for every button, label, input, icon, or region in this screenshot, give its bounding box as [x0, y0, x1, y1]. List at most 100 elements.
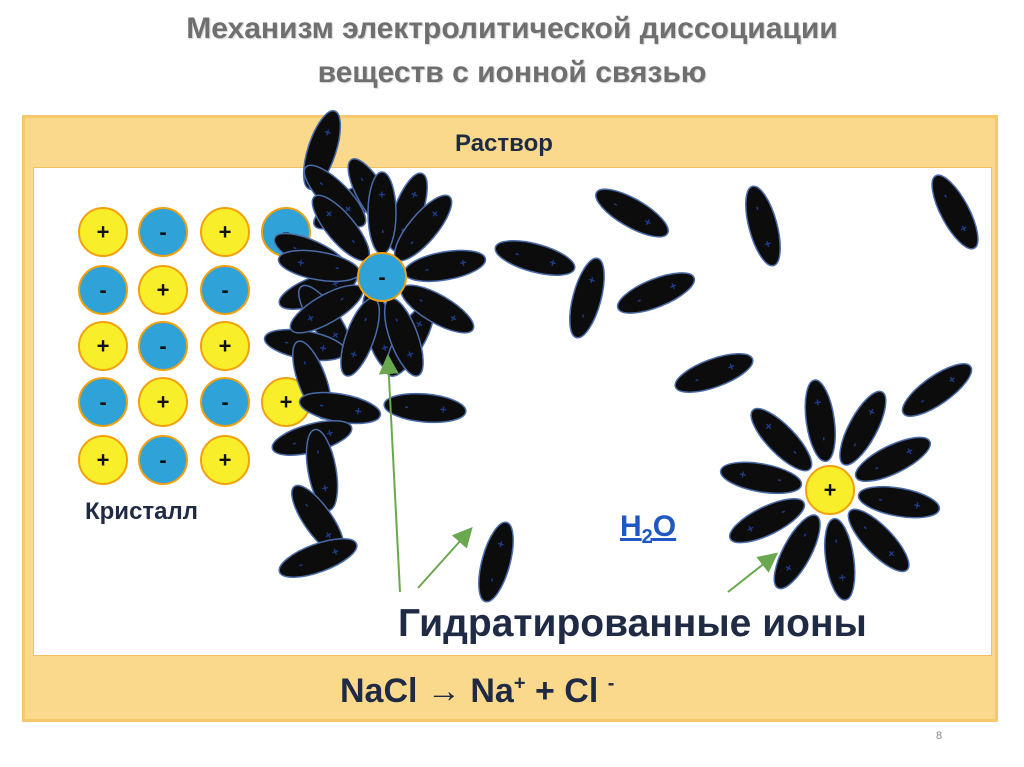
water-molecule: -+	[305, 428, 339, 512]
molecule-pole-mark: -	[290, 435, 297, 450]
molecule-pole-mark: -	[939, 191, 953, 201]
water-molecule-body	[728, 497, 806, 544]
molecule-pole-mark: -	[878, 492, 884, 506]
anion-ion: -	[357, 252, 407, 302]
molecule-pole-mark: +	[835, 573, 850, 582]
molecule-pole-mark: +	[330, 544, 341, 560]
equation-lhs: NaCl → Na	[340, 672, 514, 710]
water-molecule-body	[674, 353, 754, 393]
water-formula-label: H2O	[620, 510, 676, 549]
water-molecule: -+	[719, 461, 803, 495]
water-molecule-body	[367, 171, 397, 255]
cation-circle	[78, 435, 128, 485]
molecule-pole-mark: -	[356, 174, 370, 184]
molecule-pole-mark: -	[312, 449, 326, 455]
water-molecule-body	[478, 521, 514, 603]
molecule-pole-mark: -	[291, 240, 301, 254]
water-molecule: -+	[854, 436, 932, 483]
water-molecule: -+	[804, 379, 836, 463]
water-molecule: -+	[839, 390, 887, 466]
water-molecule-body	[901, 363, 973, 417]
cation-circle	[78, 207, 128, 257]
water-molecule: -+	[383, 392, 467, 424]
molecule-pole-mark: -	[692, 372, 701, 387]
anion-sign: -	[159, 334, 166, 359]
anion-sign: -	[221, 390, 228, 415]
molecule-pole-mark: +	[726, 359, 737, 375]
molecule-pole-mark: -	[776, 474, 782, 488]
molecule-pole-mark: -	[513, 246, 520, 261]
hydrated-ions-label: Гидратированные ионы	[398, 602, 867, 645]
molecule-pole-mark: +	[584, 275, 599, 285]
anion-ion: -	[78, 377, 128, 427]
molecule-pole-mark: -	[424, 262, 430, 276]
cation-ion: +	[78, 435, 128, 485]
water-molecule: -+	[311, 194, 371, 262]
cation-ion: +	[78, 321, 128, 371]
molecule-pole-mark: -	[375, 229, 389, 233]
molecule-pole-mark: -	[484, 576, 499, 583]
water-molecule-body	[745, 185, 781, 267]
chloride-charge: -	[607, 672, 615, 695]
water-molecule: -+	[824, 517, 856, 601]
equation-middle: + Cl	[525, 672, 608, 710]
cation-ion: +	[805, 465, 855, 515]
water-formula-subscript: 2	[641, 526, 653, 548]
sodium-charge: +	[513, 672, 526, 695]
anion-sign: -	[282, 220, 289, 245]
water-molecule: -+	[291, 484, 345, 556]
anion-circle	[200, 265, 250, 315]
water-molecule-body	[278, 538, 358, 578]
molecule-pole-mark: +	[459, 255, 468, 270]
molecule-pole-mark: -	[319, 398, 325, 412]
water-molecule: -+	[745, 185, 781, 267]
molecule-pole-mark: -	[779, 505, 789, 519]
water-molecule: -+	[728, 497, 806, 544]
molecule-pole-mark: -	[816, 436, 830, 442]
molecule-pole-mark: -	[394, 225, 409, 234]
water-molecule-body	[824, 517, 856, 601]
water-molecule-body	[773, 514, 821, 590]
water-molecule-body	[804, 379, 836, 463]
cation-sign: +	[280, 390, 293, 415]
water-molecule: -+	[298, 391, 382, 425]
anion-sign: -	[99, 278, 106, 303]
water-formula-h: H	[620, 510, 642, 543]
molecule-pole-mark: +	[318, 483, 333, 492]
cation-circle	[200, 321, 250, 371]
molecule-pole-mark: -	[916, 394, 927, 408]
cation-sign: +	[219, 220, 232, 245]
anion-ion: -	[200, 377, 250, 427]
slide-title-line-1: Механизм электролитической диссоциации	[186, 12, 838, 45]
molecule-pole-mark: +	[318, 341, 327, 356]
cation-circle	[200, 207, 250, 257]
water-molecule: -+	[595, 188, 669, 238]
water-molecule-body	[854, 436, 932, 483]
water-molecule: -+	[857, 485, 941, 519]
cation-sign: +	[157, 390, 170, 415]
cation-ion: +	[200, 207, 250, 257]
anion-circle	[138, 435, 188, 485]
anion-sign: -	[159, 448, 166, 473]
water-molecule-body	[750, 407, 813, 472]
water-molecule-body	[931, 174, 979, 250]
pointer-arrow	[727, 552, 779, 593]
water-molecule-body	[569, 257, 605, 339]
molecule-pole-mark: -	[575, 312, 590, 319]
water-molecule: -+	[616, 272, 696, 314]
molecule-pole-mark: +	[738, 467, 747, 482]
molecule-pole-mark: +	[439, 402, 447, 417]
water-molecule: -+	[494, 240, 576, 276]
molecule-pole-mark: +	[402, 349, 418, 360]
water-molecule: -+	[478, 521, 514, 603]
cation-ion: +	[200, 435, 250, 485]
pointer-arrow	[378, 354, 401, 593]
cation-ion: +	[78, 207, 128, 257]
anion-sign: -	[159, 220, 166, 245]
molecule-pole-mark: +	[912, 498, 921, 513]
molecule-pole-mark: -	[611, 197, 621, 211]
anion-sign: -	[378, 265, 385, 290]
molecule-pole-mark: -	[871, 460, 881, 474]
water-molecule: -+	[773, 514, 821, 590]
